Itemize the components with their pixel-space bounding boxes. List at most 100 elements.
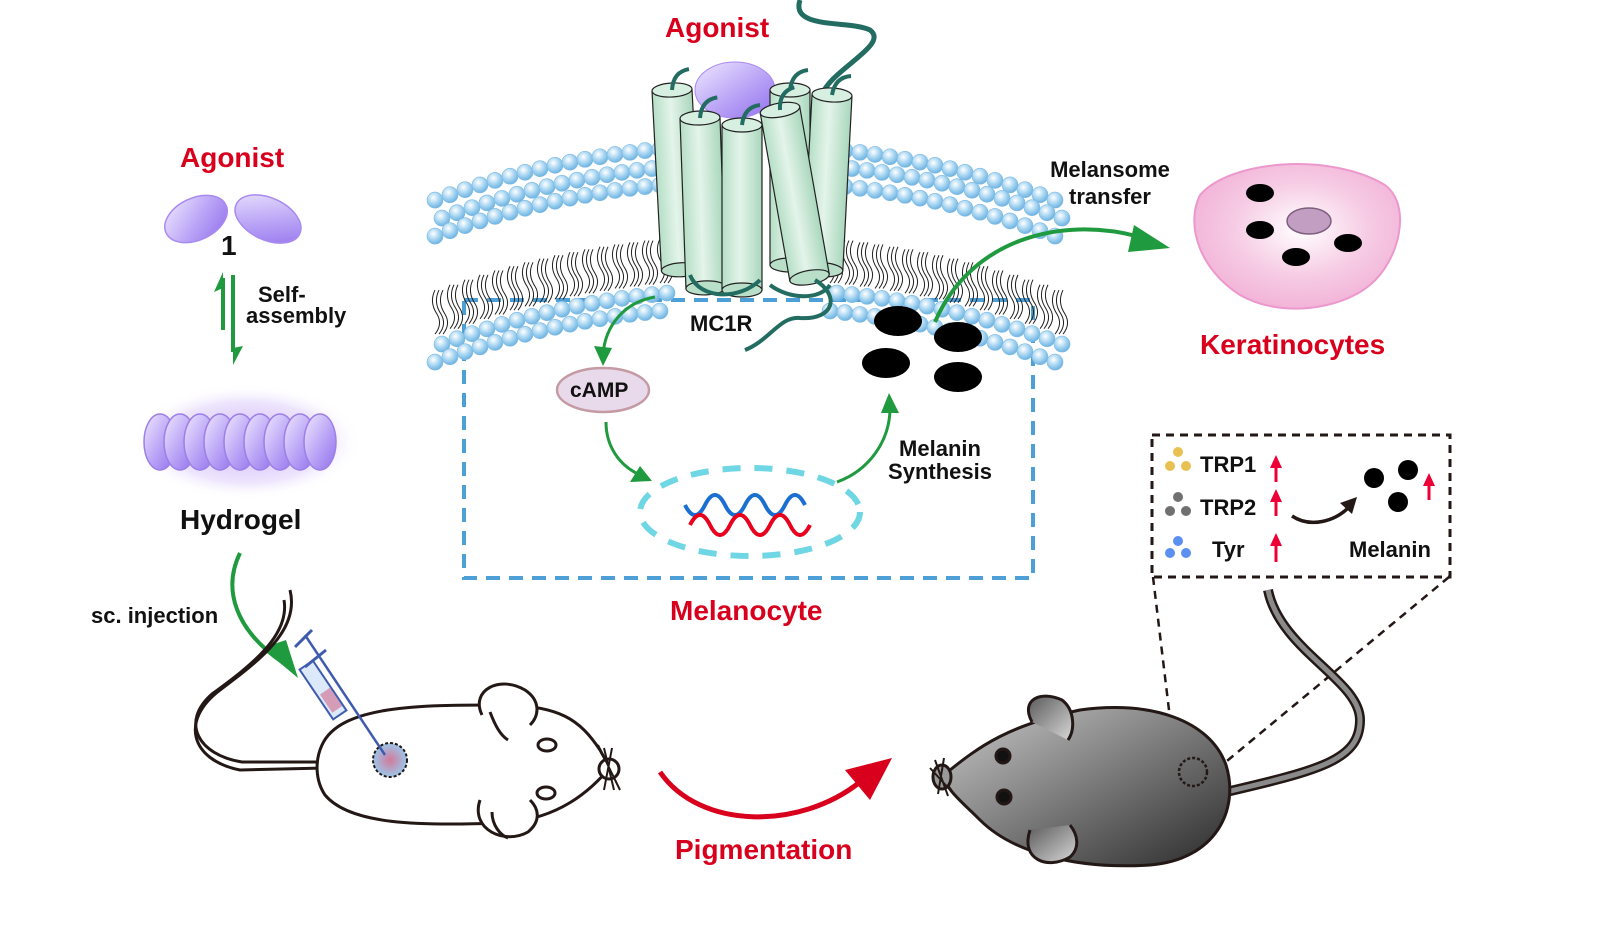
lipid-tail [965, 262, 975, 307]
lipid-tail [939, 255, 949, 300]
lipid-head [858, 288, 876, 305]
lipid-tail [871, 244, 881, 289]
lipid-head [501, 329, 519, 347]
melanosome [1246, 221, 1274, 239]
skin-sample-site [1177, 756, 1209, 788]
lipid-tail [1014, 274, 1024, 320]
lipid-head [941, 160, 959, 177]
lipid-head [426, 227, 444, 245]
lipid-tail [559, 255, 569, 300]
lipid-tail [1036, 284, 1046, 330]
melanocyte-boundary [462, 298, 1035, 580]
lipid-tail [626, 242, 636, 287]
lipid-head [903, 169, 921, 186]
lipid-head [546, 192, 564, 210]
lipid-tail [935, 255, 945, 300]
lipid-tail [909, 249, 919, 294]
lipid-head [1001, 212, 1019, 230]
lipid-head [1031, 348, 1049, 366]
injection-site [372, 742, 408, 778]
lipid-head [851, 144, 869, 161]
lipid-tail [849, 240, 859, 285]
lipid-tail [600, 246, 610, 292]
lipid-head [1053, 335, 1071, 353]
lipid-tail [886, 246, 896, 292]
lipid-head [478, 320, 496, 338]
lipid-head [538, 178, 556, 195]
lipid-head [956, 200, 974, 217]
trp1-up-arrow-icon [1270, 455, 1282, 482]
lipid-head [1023, 199, 1041, 216]
lipid-head [836, 304, 854, 321]
lipid-tail [465, 279, 475, 324]
lipid-tail [480, 274, 490, 320]
keratinocyte-melanosomes [1246, 184, 1362, 266]
lipid-tail [901, 249, 911, 294]
lipid-head [873, 290, 891, 307]
lipid-head [941, 196, 959, 213]
lipid-tail [1025, 279, 1035, 324]
lipid-head [561, 315, 579, 333]
lipid-head [896, 187, 914, 204]
lipid-head [456, 343, 474, 360]
inset-zoom-line-left [1151, 576, 1177, 761]
lipid-head [561, 189, 579, 207]
lipid-tail [991, 270, 1001, 315]
lipid-tail [585, 249, 595, 294]
lipid-tail [1044, 284, 1054, 330]
arrow-mc1r-to-camp [601, 295, 656, 356]
nucleus-outline [637, 465, 863, 559]
lipid-tail [946, 258, 956, 303]
lipid-head [651, 302, 669, 320]
lipid-tail [604, 246, 614, 292]
lipid-head [576, 151, 594, 168]
lipid-tail [1040, 284, 1050, 330]
lipid-head [1038, 204, 1056, 222]
lipid-head [918, 171, 936, 189]
sc-injection-label: sc. injection [91, 603, 219, 628]
melanin-synthesis-line1: Melanin [899, 436, 981, 461]
lipid-tail [1051, 289, 1061, 335]
keratinocytes-label: Keratinocytes [1200, 329, 1386, 360]
lipid-tail [905, 249, 915, 294]
syringe-icon [293, 628, 387, 756]
lipid-head [986, 208, 1004, 225]
dark-mouse-eye-bottom [995, 788, 1013, 806]
white-mouse-eye-bottom [535, 785, 557, 801]
lipid-head [441, 222, 459, 240]
lipid-head [658, 284, 676, 302]
lipid-head [926, 156, 944, 174]
hydrogel-disc [303, 413, 337, 471]
lipid-head [911, 153, 929, 171]
self-assembly-equilibrium-arrows [214, 272, 243, 365]
lipid-head [978, 185, 996, 203]
lipid-head [591, 148, 609, 166]
lipid-head [493, 316, 511, 333]
lipid-head [516, 326, 534, 343]
lipid-tail [875, 244, 885, 289]
trp2-label: TRP2 [1200, 495, 1257, 520]
lipid-head [553, 174, 571, 192]
white-mouse-ear-bottom [476, 798, 539, 839]
lipid-tail [984, 265, 994, 311]
trp2-icon [1165, 492, 1191, 516]
lipid-head [613, 290, 631, 307]
lipid-tail [544, 258, 554, 303]
lipid-tail [446, 284, 456, 330]
dark-mouse-body [942, 706, 1232, 868]
lipid-tail [645, 240, 655, 285]
lipid-head [1001, 176, 1019, 194]
lipid-head [568, 171, 586, 189]
lipid-head [933, 174, 951, 192]
lipid-tail [469, 279, 479, 324]
lipid-head [858, 162, 876, 179]
lipid-head [1046, 353, 1064, 371]
pigmentation-label: Pigmentation [675, 834, 853, 865]
white-mouse-eye-top [536, 737, 558, 753]
lipid-head [471, 176, 489, 194]
lipid-tail [435, 289, 445, 335]
injection-arrowhead [262, 640, 298, 678]
lipid-tail [890, 246, 900, 292]
